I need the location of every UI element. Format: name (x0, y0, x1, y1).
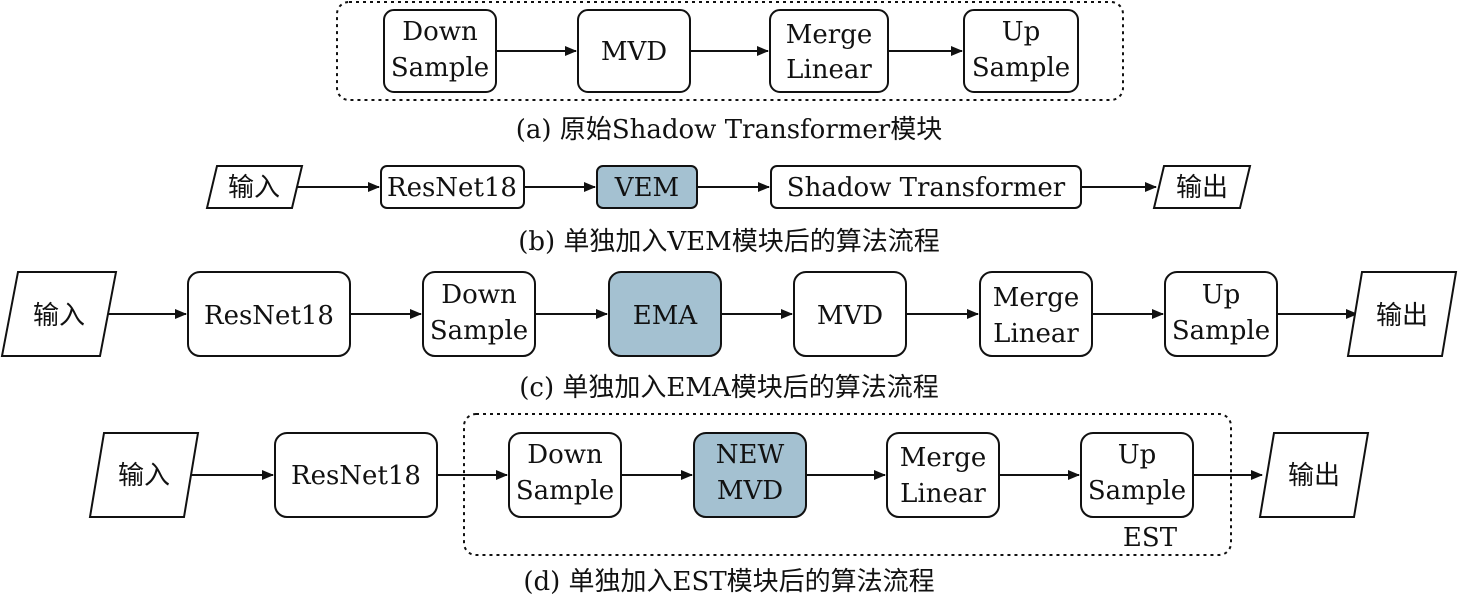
resnet-node-b: ResNet18 (380, 165, 525, 209)
up-sample-label-c-1: Up (1202, 280, 1241, 310)
up-sample-label-a-1: Up (1002, 17, 1041, 47)
diagram-d: EST 输入 ResNet18 Down Sample NEW MVD Merg… (88, 413, 1370, 597)
merge-linear-label-d-2: Linear (900, 479, 986, 509)
new-mvd-label-d-1: NEW (716, 440, 785, 470)
resnet-label-d: ResNet18 (291, 461, 421, 491)
down-sample-label-d-1: Down (527, 440, 603, 470)
new-mvd-node-d: NEW MVD (693, 432, 807, 518)
resnet-node-d: ResNet18 (274, 432, 438, 518)
up-sample-label-a-2: Sample (972, 53, 1070, 83)
input-label-c: 输入 (33, 301, 85, 331)
input-node-d: 输入 (88, 432, 200, 518)
caption-d: (d) 单独加入EST模块后的算法流程 (523, 567, 934, 597)
up-sample-label-d-1: Up (1118, 440, 1157, 470)
merge-linear-label-a-1: Merge (786, 20, 872, 50)
down-sample-label-c-2: Sample (430, 316, 528, 346)
shadow-transformer-node-b: Shadow Transformer (770, 165, 1082, 209)
up-sample-node-c: Up Sample (1164, 271, 1278, 357)
merge-linear-node-c: Merge Linear (979, 271, 1093, 357)
down-sample-node-d: Down Sample (508, 432, 622, 518)
merge-linear-label-c-2: Linear (993, 319, 1079, 349)
merge-linear-node-a: Merge Linear (769, 9, 889, 93)
input-label-d: 输入 (118, 461, 170, 491)
output-label-b: 输出 (1176, 173, 1228, 203)
caption-a: (a) 原始Shadow Transformer模块 (516, 115, 942, 145)
merge-linear-label-d-1: Merge (900, 443, 986, 473)
diagram-a: Down Sample MVD Merge Linear Up Sample (… (336, 1, 1124, 145)
output-node-c: 输出 (1346, 271, 1458, 357)
ema-node-c: EMA (608, 271, 722, 357)
output-node-b: 输出 (1152, 165, 1252, 209)
resnet-node-c: ResNet18 (187, 271, 351, 357)
input-node-b: 输入 (205, 165, 304, 209)
merge-linear-node-d: Merge Linear (886, 432, 1000, 518)
output-label-c: 输出 (1376, 301, 1428, 331)
ema-label-c: EMA (633, 301, 699, 331)
down-sample-label-d-2: Sample (516, 476, 614, 506)
up-sample-label-c-2: Sample (1172, 316, 1270, 346)
est-group-d (463, 413, 1232, 556)
down-sample-node-a: Down Sample (383, 9, 497, 93)
resnet-label-b: ResNet18 (387, 173, 517, 203)
mvd-node-c: MVD (793, 271, 907, 357)
down-sample-label-a-2: Sample (391, 53, 489, 83)
output-node-d: 输出 (1258, 432, 1370, 518)
input-label-b: 输入 (228, 173, 280, 203)
diagram-b: 输入 ResNet18 VEM Shadow Transformer 输出 (b… (205, 165, 1252, 257)
vem-node-b: VEM (596, 165, 698, 209)
output-label-d: 输出 (1288, 461, 1340, 491)
down-sample-label-a-1: Down (402, 17, 478, 47)
merge-linear-label-c-1: Merge (993, 283, 1079, 313)
mvd-label-c: MVD (817, 301, 883, 331)
caption-c: (c) 单独加入EMA模块后的算法流程 (519, 373, 939, 403)
mvd-node-a: MVD (577, 9, 691, 93)
resnet-label-c: ResNet18 (204, 301, 334, 331)
up-sample-label-d-2: Sample (1088, 476, 1186, 506)
down-sample-label-c-1: Down (441, 280, 517, 310)
up-sample-node-a: Up Sample (963, 9, 1079, 93)
new-mvd-label-d-2: MVD (717, 476, 783, 506)
caption-b: (b) 单独加入VEM模块后的算法流程 (518, 227, 940, 257)
up-sample-node-d: Up Sample (1080, 432, 1194, 518)
diagram-c: 输入 ResNet18 Down Sample EMA MVD Merge Li… (0, 271, 1458, 403)
mvd-label-a: MVD (601, 37, 667, 67)
vem-label-b: VEM (614, 173, 679, 203)
est-group-label-d: EST (1123, 523, 1178, 553)
shadow-transformer-label-b: Shadow Transformer (787, 173, 1066, 203)
merge-linear-label-a-2: Linear (786, 55, 872, 85)
shadow-transformer-group-a (336, 1, 1124, 101)
input-node-c: 输入 (0, 271, 118, 357)
down-sample-node-c: Down Sample (422, 271, 536, 357)
